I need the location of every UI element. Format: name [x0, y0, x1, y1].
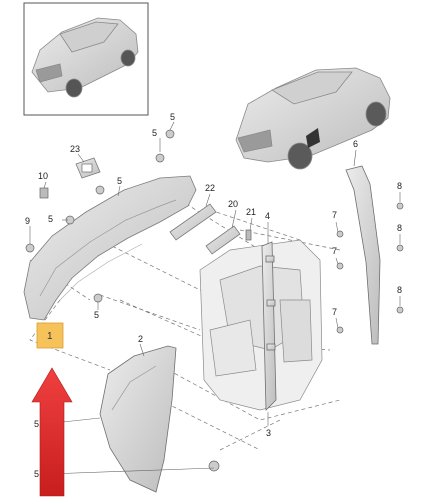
callout-5-top: 5 — [170, 112, 175, 122]
red-indicator-arrow — [31, 367, 73, 497]
callout-5-upper: 5 — [152, 128, 157, 138]
fastener-7-icons — [336, 230, 344, 334]
part-1-highlight-box — [36, 322, 64, 349]
callout-20: 20 — [228, 199, 238, 209]
callout-5-liner: 5 — [117, 176, 122, 186]
callout-8-top: 8 — [397, 181, 402, 191]
callout-7-low: 7 — [332, 307, 337, 317]
callout-5-fender-low: 5 — [34, 469, 39, 479]
callout-5-bottom-liner: 5 — [94, 310, 99, 320]
fender-part — [99, 345, 177, 493]
clip-23-icon — [75, 157, 101, 179]
trim-strip-20-part — [205, 225, 241, 255]
callout-5-fender-mid: 5 — [34, 419, 39, 429]
callout-23: 23 — [70, 144, 80, 154]
trim-strip-22-part — [169, 203, 217, 241]
thumbnail-car-icon — [31, 17, 139, 98]
callout-6: 6 — [353, 139, 358, 149]
wheelhouse-liner-part — [23, 175, 197, 321]
body-structure-part — [199, 239, 323, 411]
callout-3: 3 — [266, 428, 271, 438]
fastener-8-icons — [396, 202, 404, 314]
nut-9-icon — [25, 243, 35, 253]
clip-5-icon-a — [65, 129, 220, 472]
callout-1: 1 — [47, 331, 53, 342]
callout-10: 10 — [38, 171, 48, 181]
callout-9: 9 — [25, 216, 30, 226]
callout-7-mid: 7 — [332, 246, 337, 256]
bolt-10-icon — [39, 187, 49, 199]
callout-8-low: 8 — [397, 285, 402, 295]
reference-car-icon — [235, 67, 391, 170]
clip-21-icon — [245, 229, 252, 241]
callout-labels: 1 2 3 4 5 5 5 5 5 5 5 6 7 7 7 8 8 8 9 10… — [25, 112, 402, 479]
panel-6-part — [345, 165, 381, 345]
callout-7-top: 7 — [332, 210, 337, 220]
vehicle-thumbnail-inset — [23, 2, 149, 116]
callout-4: 4 — [265, 211, 270, 221]
callout-8-mid: 8 — [397, 223, 402, 233]
pillar-trim-4-part — [261, 241, 277, 411]
callout-2: 2 — [138, 334, 143, 344]
callout-21: 21 — [246, 207, 256, 217]
callout-22: 22 — [205, 183, 215, 193]
callout-5-left: 5 — [48, 214, 53, 224]
